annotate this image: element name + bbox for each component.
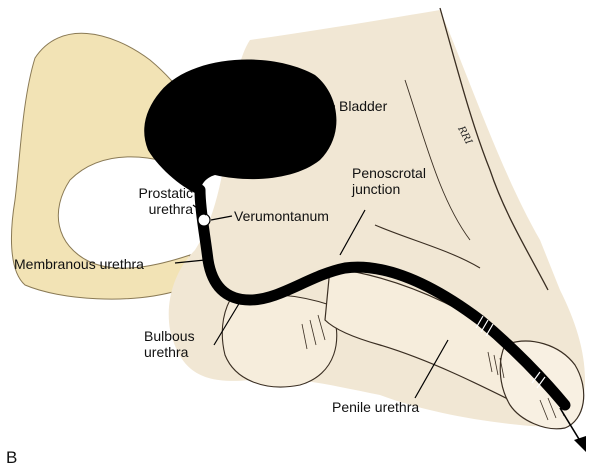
thigh-fold [374, 224, 481, 269]
verumontanum-label: Verumontanum [234, 208, 329, 224]
membranous-urethra-label: Membranous urethra [14, 256, 144, 272]
bulbous-urethra-label: Bulbous urethra [144, 328, 195, 360]
bulbous-urethra-line1: Bulbous [144, 328, 195, 344]
body-outline [439, 7, 549, 291]
penoscrotal-junction-line2: junction [352, 181, 401, 197]
urethra-lumen [194, 184, 571, 411]
urethra-ticks [475, 315, 546, 389]
prostatic-urethra-line2: urethra [148, 201, 193, 217]
scrotum [221, 294, 338, 388]
leader-lines [174, 105, 449, 399]
bladder-label: Bladder [339, 98, 388, 114]
prostatic-urethra-line1: Prostatic [138, 185, 193, 201]
prostatic-urethra-label: Prostatic urethra [109, 185, 193, 217]
bulbous-urethra-line2: urethra [144, 344, 189, 360]
verumontanum-marker [197, 213, 211, 227]
bladder-shape [144, 59, 337, 196]
penile-urethra-label: Penile urethra [332, 399, 420, 415]
penoscrotal-junction-label: Penoscrotal junction [352, 165, 426, 197]
outflow-arrowhead [574, 436, 586, 452]
penoscrotal-junction-line1: Penoscrotal [352, 165, 426, 181]
panel-letter: B [6, 448, 18, 467]
outflow-arrow-line [559, 407, 583, 445]
inguinal-line [404, 79, 471, 241]
